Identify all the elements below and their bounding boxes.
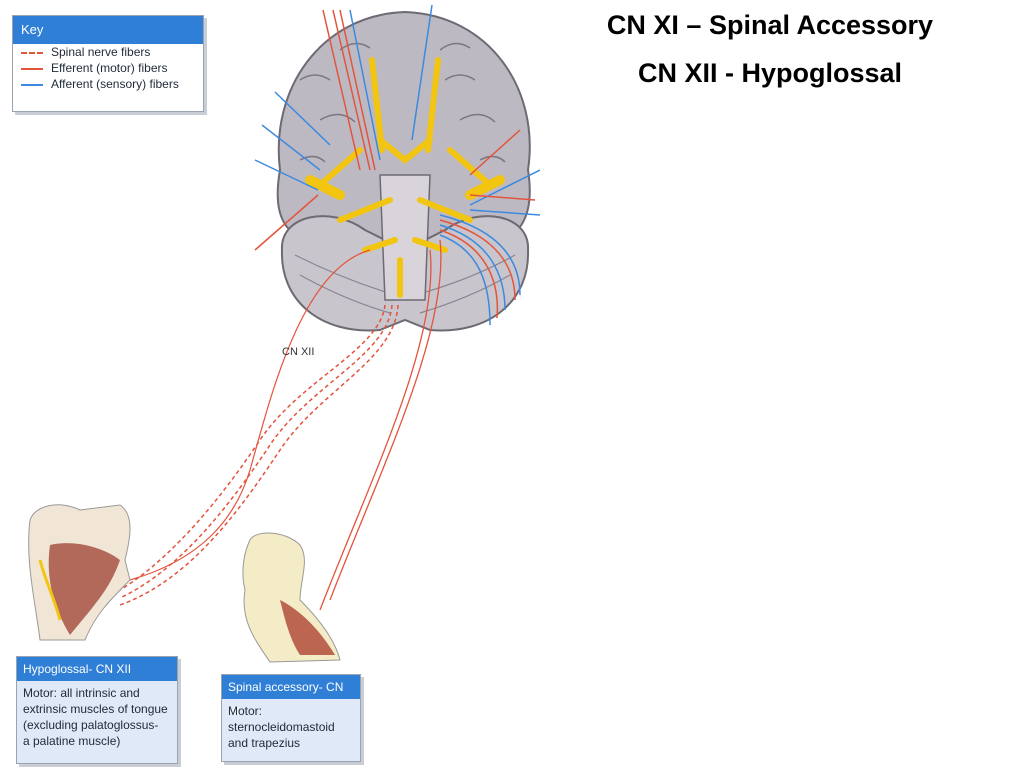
description-line: (excluding palatoglossus- <box>23 718 159 732</box>
description-line: Motor: <box>228 704 263 718</box>
description-line: and trapezius <box>228 736 301 750</box>
key-item-afferent: Afferent (sensory) fibers <box>13 76 203 92</box>
key-legend: Key Spinal nerve fibers Efferent (motor)… <box>12 15 204 112</box>
neck-head-illustration <box>242 532 341 663</box>
slide-title-line-1: CN XI – Spinal Accessory <box>606 10 934 40</box>
hypoglossal-info-box: Hypoglossal- CN XII Motor: all intrinsic… <box>16 656 178 764</box>
cn-xii-label: CN XII <box>282 346 315 358</box>
dashed-red-line-swatch <box>21 52 43 54</box>
brain-illustration <box>276 10 531 332</box>
accessory-heading: Spinal accessory- CN XI <box>222 675 360 718</box>
description-line: Motor: all intrinsic and <box>23 686 140 700</box>
hypoglossal-heading: Hypoglossal- CN XII <box>17 657 177 681</box>
fiber-lines <box>254 4 540 326</box>
key-item-label: Efferent (motor) fibers <box>51 61 168 75</box>
description-line: extrinsic muscles of tongue <box>23 702 168 716</box>
slide-title-line-2: CN XII - Hypoglossal <box>637 58 903 88</box>
accessory-info-box: Spinal accessory- CN XI Motor: sternocle… <box>221 674 361 762</box>
key-item-label: Afferent (sensory) fibers <box>51 77 179 91</box>
hypoglossal-description: Motor: all intrinsic and extrinsic muscl… <box>17 681 177 763</box>
nerve-pathways <box>119 239 442 611</box>
solid-blue-line-swatch <box>21 84 43 86</box>
solid-red-line-swatch <box>21 68 43 70</box>
description-line: a palatine muscle) <box>23 734 121 748</box>
key-item-label: Spinal nerve fibers <box>51 45 151 59</box>
cranial-nerve-illustration <box>28 4 540 663</box>
description-line: sternocleidomastoid <box>228 720 335 734</box>
key-heading: Key <box>13 16 203 44</box>
accessory-description: Motor: sternocleidomastoid and trapezius <box>222 699 360 761</box>
tongue-head-illustration <box>28 504 131 641</box>
key-item-spinal: Spinal nerve fibers <box>13 44 203 60</box>
key-item-efferent: Efferent (motor) fibers <box>13 60 203 76</box>
